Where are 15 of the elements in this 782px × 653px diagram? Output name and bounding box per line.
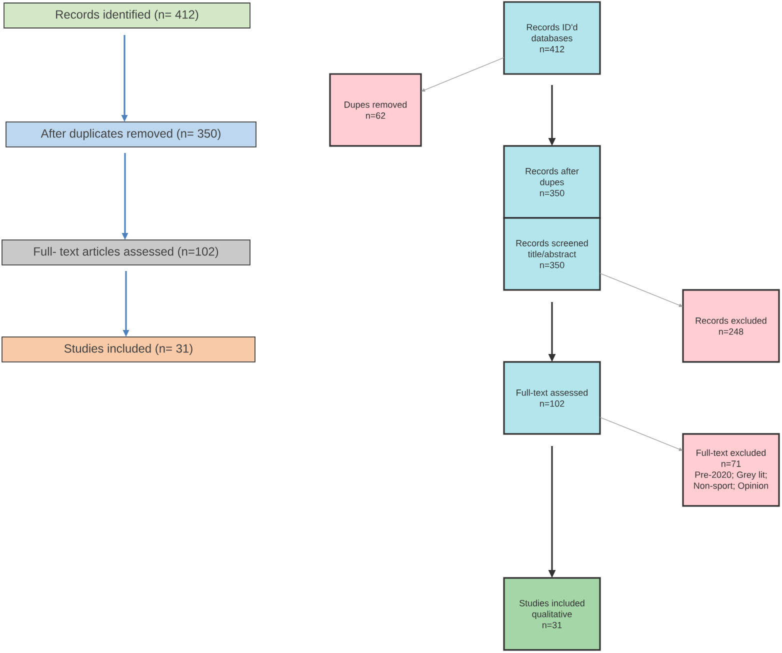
process-box: Records screened title/abstract n=350 (503, 217, 601, 291)
process-box: Full-text assessed n=102 (503, 361, 601, 435)
process-box: Records after dupes n=350 (503, 145, 601, 219)
process-box: Full-text excluded n=71 Pre-2020; Grey lit; Non-sport; Opinion (682, 433, 780, 507)
process-box: Records excluded n=248 (682, 289, 780, 363)
process-box: Records identified (n= 412) (4, 2, 250, 28)
process-box: Studies included (n= 31) (2, 336, 256, 362)
arrow (421, 57, 504, 92)
arrow (600, 272, 683, 307)
process-box: Dupes removed n=62 (329, 73, 422, 147)
process-box: After duplicates removed (n= 350) (6, 122, 256, 148)
arrow (600, 416, 683, 451)
process-box: Full- text articles assessed (n=102) (2, 240, 250, 266)
process-box: Studies included qualitative n=31 (503, 577, 601, 651)
process-box: Records ID'd databases n=412 (503, 1, 601, 75)
